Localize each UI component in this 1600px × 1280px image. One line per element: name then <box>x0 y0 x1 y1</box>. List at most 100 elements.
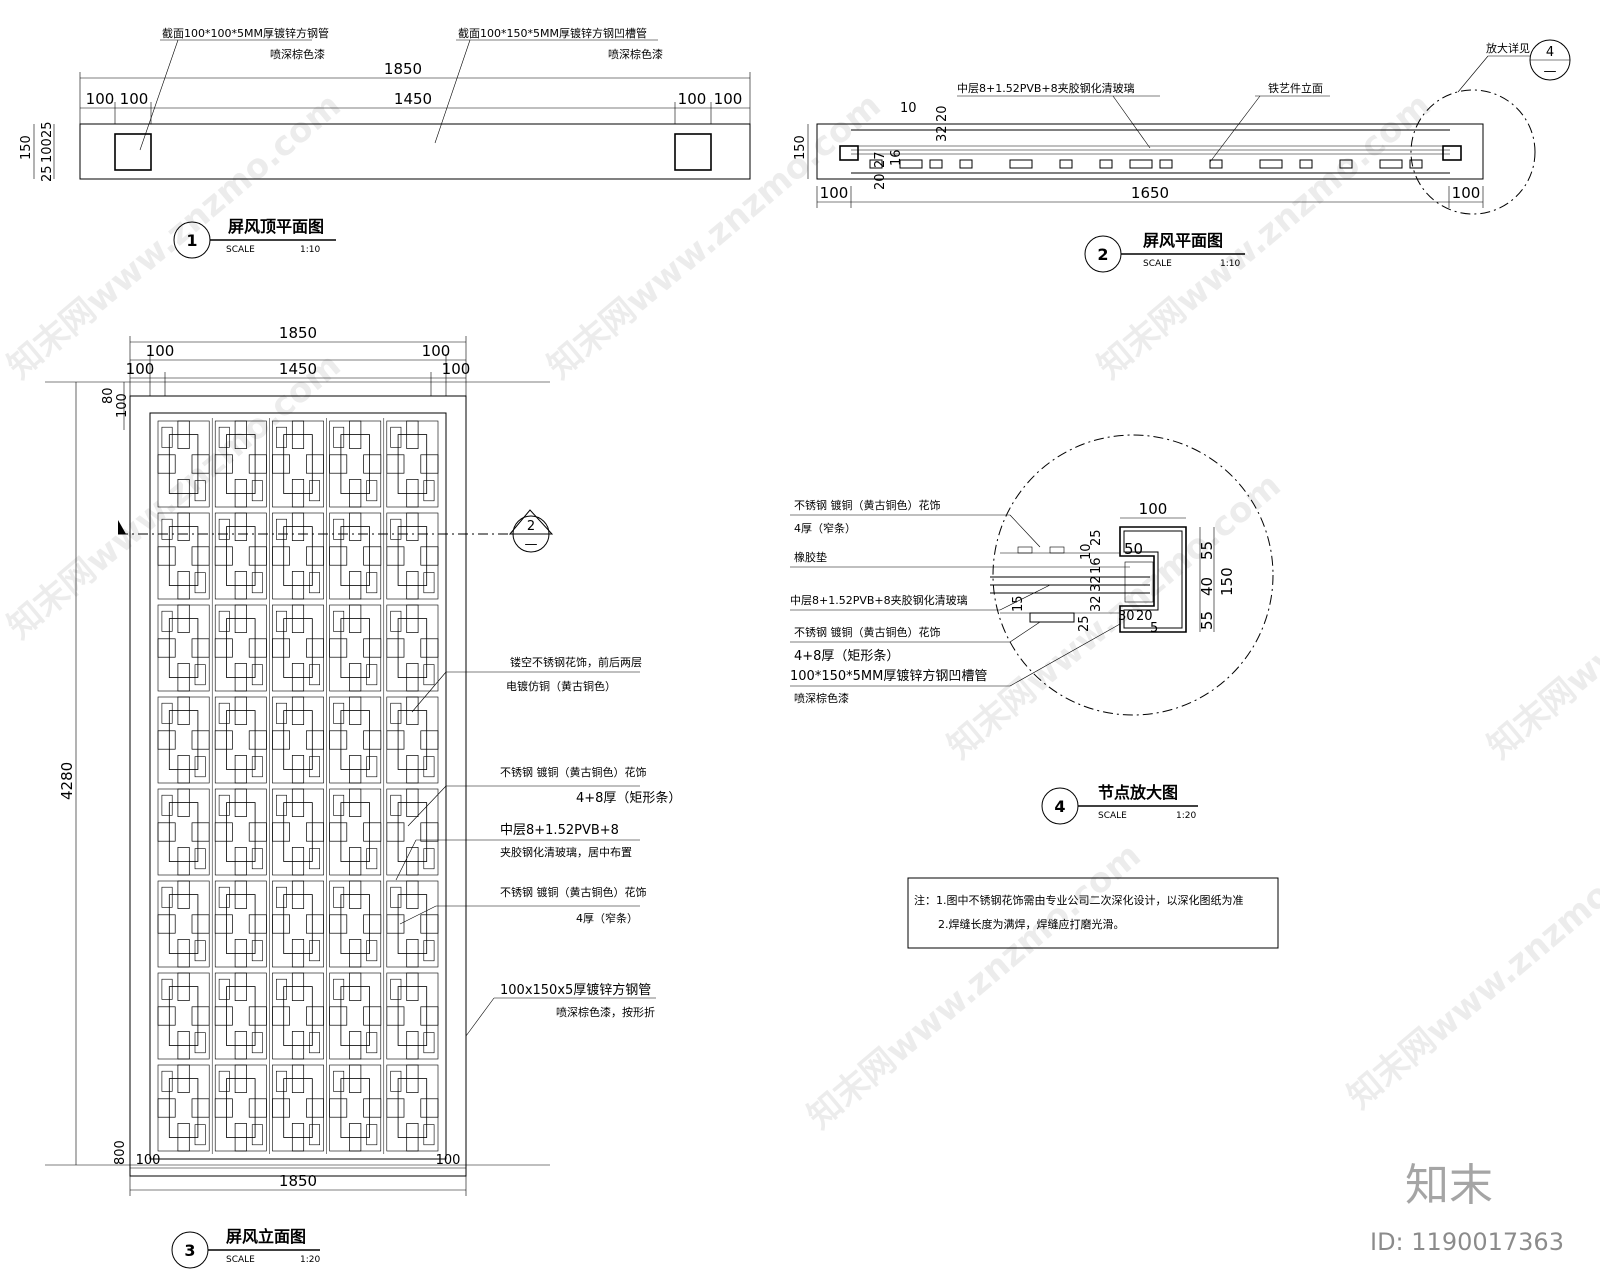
channel-tube <box>1119 526 1187 633</box>
lattice-bar <box>214 454 233 474</box>
lattice-bar <box>157 788 210 876</box>
lattice-bar <box>191 1098 210 1118</box>
lattice-bar <box>291 1123 305 1152</box>
lattice-bar <box>194 756 206 778</box>
label-2: 橡胶垫 <box>794 550 827 564</box>
lattice-bar <box>272 454 290 474</box>
watermark-text: 知末网www.znzmo.com <box>540 85 889 387</box>
plan-pattern-bar <box>1339 159 1353 169</box>
lattice-bar <box>366 756 378 778</box>
lattice-bar <box>251 756 263 778</box>
lattice-bar <box>272 638 290 658</box>
lattice-bar <box>191 822 210 842</box>
lattice-bar <box>283 986 313 1046</box>
right-post-section <box>674 133 712 171</box>
dim-v27: 27 <box>873 151 888 168</box>
lattice-bar <box>390 702 402 724</box>
dim-v20: 20 <box>873 173 888 190</box>
lattice-bar <box>366 1032 378 1054</box>
lattice-bar <box>168 894 199 954</box>
lattice-bar <box>390 886 402 908</box>
callout-glass: 中层8+1.52PVB+8夹胶钢化清玻璃 <box>957 81 1135 95</box>
lattice-bar <box>386 1098 405 1118</box>
detail-circle <box>992 434 1274 716</box>
detail-ref-label: 放大详见 <box>1486 41 1530 55</box>
view-number: 3 <box>184 1241 195 1260</box>
view-title: 屏风立面图 <box>226 1227 306 1246</box>
lattice-bar <box>291 604 305 633</box>
d55b: 55 <box>1198 611 1216 630</box>
callout-left: 截面100*100*5MM厚镀锌方钢管 <box>162 26 329 40</box>
lattice-bar <box>340 434 370 494</box>
lattice-bar <box>248 730 267 750</box>
plan-pattern-bar <box>1129 159 1153 169</box>
scale-label: SCALE <box>226 245 255 255</box>
lattice-bar <box>309 756 320 778</box>
lattice-bar <box>386 880 439 968</box>
lattice-bar <box>329 1006 348 1026</box>
lattice-bar <box>390 794 402 816</box>
note-5a: 100x150x5厚镀锌方钢管 <box>500 982 651 998</box>
lattice-bar <box>157 454 176 474</box>
lattice-bar <box>349 663 362 692</box>
lattice-bar <box>291 512 305 541</box>
lattice-bar <box>226 434 256 494</box>
lattice-bar <box>248 638 267 658</box>
lattice-bar <box>283 1078 313 1138</box>
lattice-bar <box>177 604 190 633</box>
plan-pattern-bar <box>959 159 973 169</box>
lattice-bar <box>423 940 435 962</box>
lattice-bar <box>275 1070 287 1092</box>
d100: 100 <box>1139 500 1168 518</box>
lattice-bar <box>168 526 199 586</box>
lattice-bar <box>333 610 345 632</box>
note-4b: 4厚（窄条） <box>576 911 638 925</box>
dim-bot-100a: 100 <box>136 1153 161 1168</box>
label-5b: 喷深棕色漆 <box>794 691 849 705</box>
lattice-bar <box>218 610 230 632</box>
lattice-bar <box>397 618 428 678</box>
lattice-bar <box>226 618 256 678</box>
lattice-bar <box>423 480 435 502</box>
d32a: 32 <box>1089 575 1104 592</box>
lattice-bar <box>309 572 320 594</box>
lattice-bar <box>349 1031 362 1060</box>
d55a: 55 <box>1198 541 1216 560</box>
d16: 16 <box>1089 557 1104 574</box>
lattice-bar <box>272 914 290 934</box>
lattice-bar <box>309 848 320 870</box>
lattice-bar <box>306 454 324 474</box>
lattice-bar <box>340 1078 370 1138</box>
lattice-bar <box>329 972 382 1060</box>
lattice-bar <box>161 610 173 632</box>
lattice-bar <box>157 638 176 658</box>
lattice-bar <box>194 1124 206 1146</box>
lattice-bar <box>218 702 230 724</box>
lattice-bar <box>349 847 362 876</box>
lattice-bar <box>177 571 190 600</box>
lattice-bar <box>251 940 263 962</box>
lattice-bar <box>291 755 305 784</box>
plan-pattern-bar <box>1299 159 1313 169</box>
lattice-bar <box>363 822 382 842</box>
watermark-text: 知末网www.znzmo.com <box>0 345 349 647</box>
lattice-bar <box>218 886 230 908</box>
callout-iron: 铁艺件立面 <box>1268 81 1323 95</box>
lattice-bar <box>283 802 313 862</box>
lattice-bar <box>177 788 190 817</box>
lattice-bar <box>406 512 419 541</box>
lattice-bar <box>406 755 419 784</box>
dim-top-1450: 1450 <box>279 360 317 378</box>
lattice-bar <box>329 1064 382 1152</box>
lattice-bar <box>386 604 439 692</box>
lattice-bar <box>329 1098 348 1118</box>
lattice-bar <box>386 788 439 876</box>
lattice-bar <box>333 702 345 724</box>
lattice-bar <box>161 794 173 816</box>
lattice-bar <box>214 512 267 600</box>
lattice-bar <box>423 848 435 870</box>
plan-pattern-bar <box>899 159 923 169</box>
lattice-bar <box>214 972 267 1060</box>
lattice-bar <box>234 512 247 541</box>
lattice-bar <box>177 1031 190 1060</box>
